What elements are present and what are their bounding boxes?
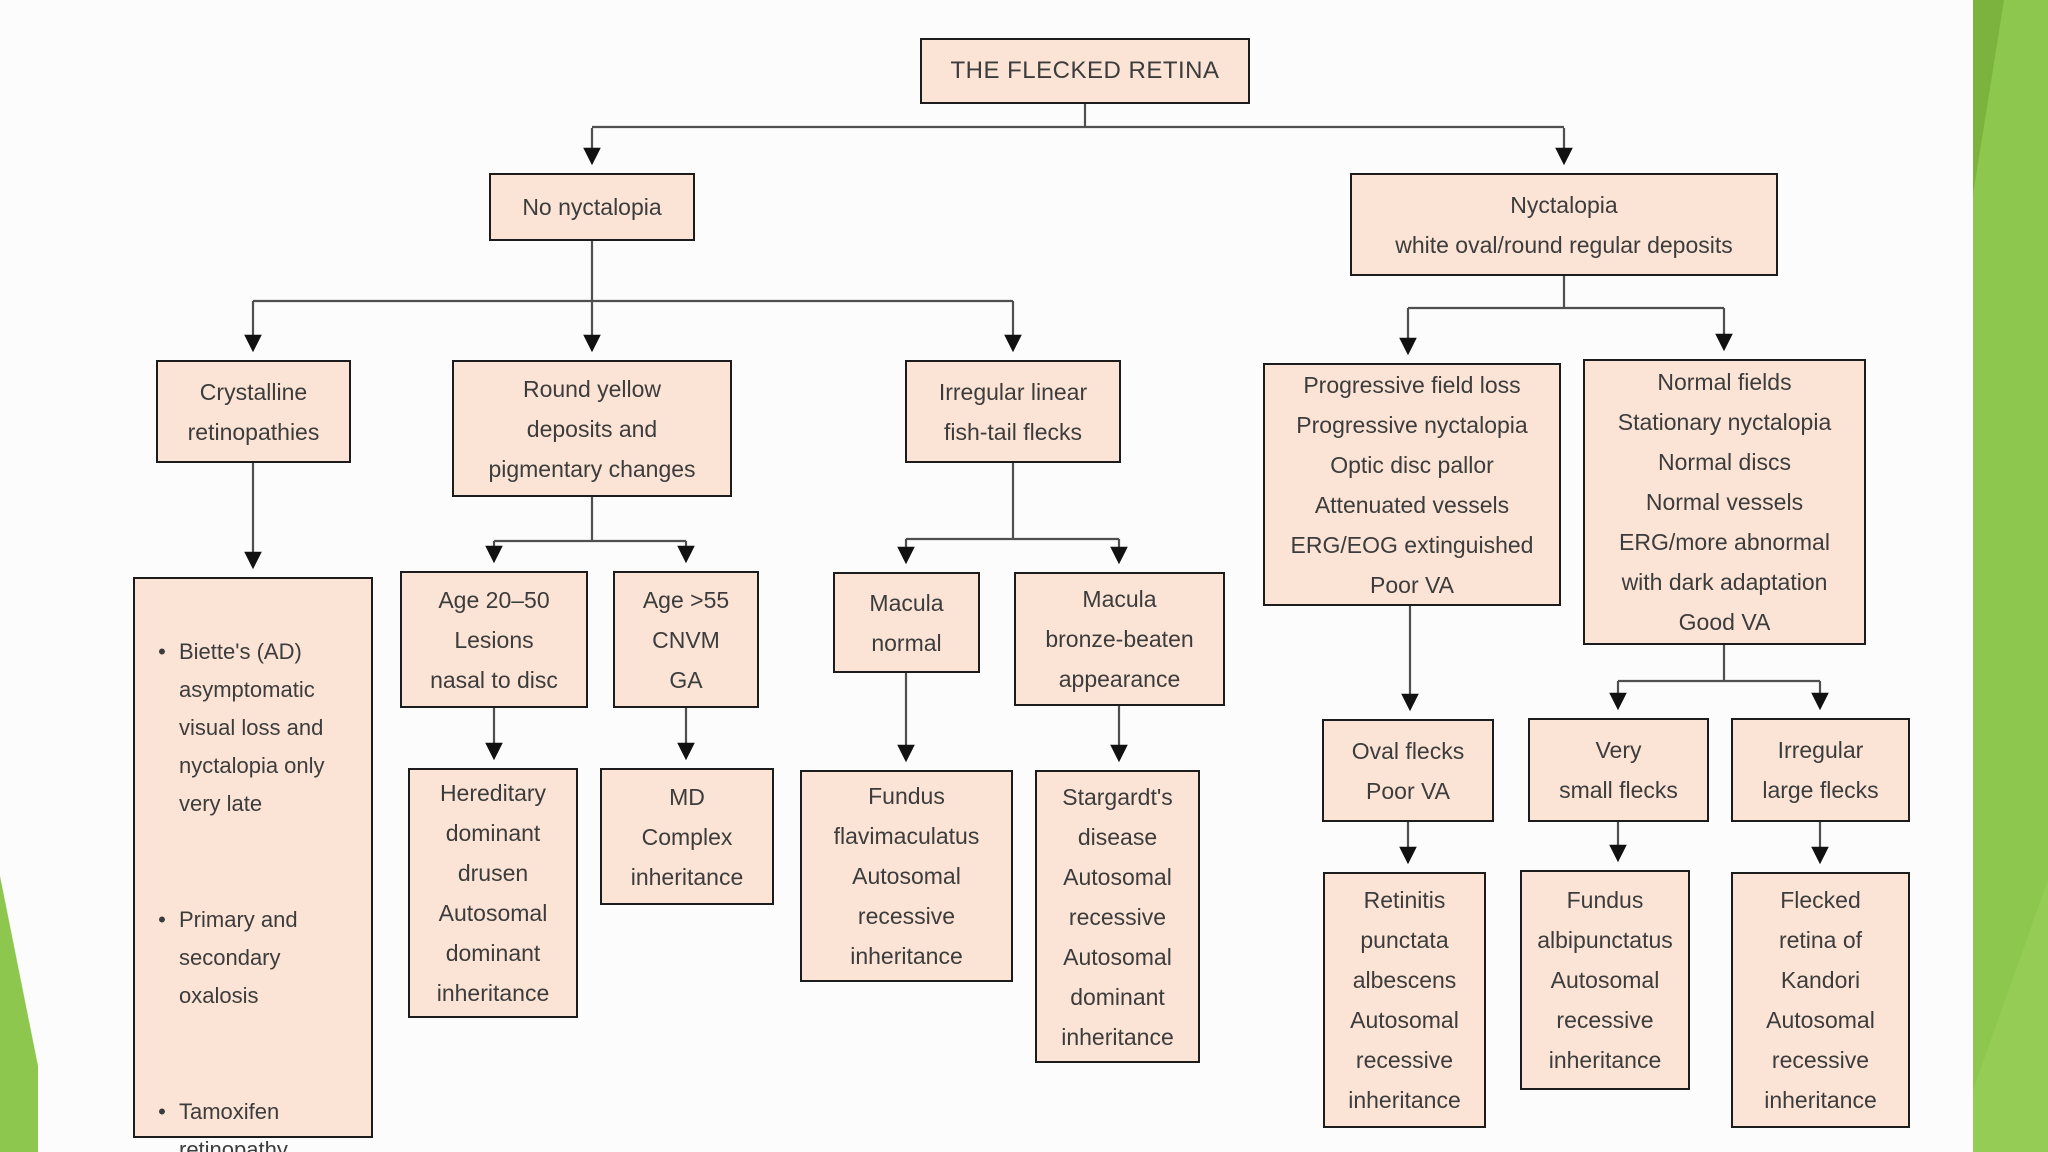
list-item-text: Tamoxifen retinopathy usually asymptomat… (179, 1099, 288, 1152)
node-hereditary-dominant-drusen: Hereditary dominant drusen Autosomal dom… (408, 768, 578, 1018)
node-very-small-flecks: Very small flecks (1528, 718, 1709, 822)
list-item-text: Primary and secondary oxalosis (179, 907, 298, 1008)
green-band-right-dark-wedge (1973, 0, 2004, 195)
node-macula-bronze-beaten: Macula bronze-beaten appearance (1014, 572, 1225, 706)
bullet-icon: • (158, 1099, 166, 1124)
node-oval-flecks: Oval flecks Poor VA (1322, 719, 1494, 822)
node-age-over-55: Age >55 CNVM GA (613, 571, 759, 708)
node-md-complex-inheritance: MD Complex inheritance (600, 768, 774, 905)
node-flecked-retina-kandori: Flecked retina of Kandori Autosomal rece… (1731, 872, 1910, 1128)
green-band-right (1973, 0, 2048, 1152)
node-irregular-large-flecks: Irregular large flecks (1731, 718, 1910, 822)
crystalline-details-list: • Biette's (AD) asymptomatic visual loss… (145, 593, 325, 1152)
list-item: • Tamoxifen retinopathy usually asymptom… (145, 1093, 325, 1152)
node-crystalline-details: • Biette's (AD) asymptomatic visual loss… (133, 577, 373, 1152)
green-wedge-bottom-left (0, 876, 38, 1152)
node-progressive-findings: Progressive field loss Progressive nycta… (1263, 363, 1561, 606)
bullet-icon: • (158, 639, 166, 664)
node-fundus-albipunctatus: Fundus albipunctatus Autosomal recessive… (1520, 870, 1690, 1090)
node-crystalline-retinopathies: Crystalline retinopathies (156, 360, 351, 463)
list-item: • Biette's (AD) asymptomatic visual loss… (145, 633, 325, 823)
node-age-20-50: Age 20–50 Lesions nasal to disc (400, 571, 588, 708)
node-macula-normal: Macula normal (833, 572, 980, 673)
node-title: THE FLECKED RETINA (920, 38, 1250, 104)
node-nyctalopia: Nyctalopia white oval/round regular depo… (1350, 173, 1778, 276)
node-fundus-flavimaculatus: Fundus flavimaculatus Autosomal recessiv… (800, 770, 1013, 982)
green-band-right-light-wedge (1973, 880, 2048, 1152)
node-retinitis-punctata-albescens: Retinitis punctata albescens Autosomal r… (1323, 872, 1486, 1128)
bullet-icon: • (158, 907, 166, 932)
list-item: • Primary and secondary oxalosis (145, 901, 325, 1015)
node-no-nyctalopia: No nyctalopia (489, 173, 695, 241)
node-stargardts-disease: Stargardt's disease Autosomal recessive … (1035, 770, 1200, 1063)
node-round-yellow-deposits: Round yellow deposits and pigmentary cha… (452, 360, 732, 497)
node-normal-findings: Normal fields Stationary nyctalopia Norm… (1583, 359, 1866, 645)
list-item-text: Biette's (AD) asymptomatic visual loss a… (179, 639, 325, 816)
connectors (244, 104, 1829, 865)
node-irregular-linear-flecks: Irregular linear fish-tail flecks (905, 360, 1121, 463)
